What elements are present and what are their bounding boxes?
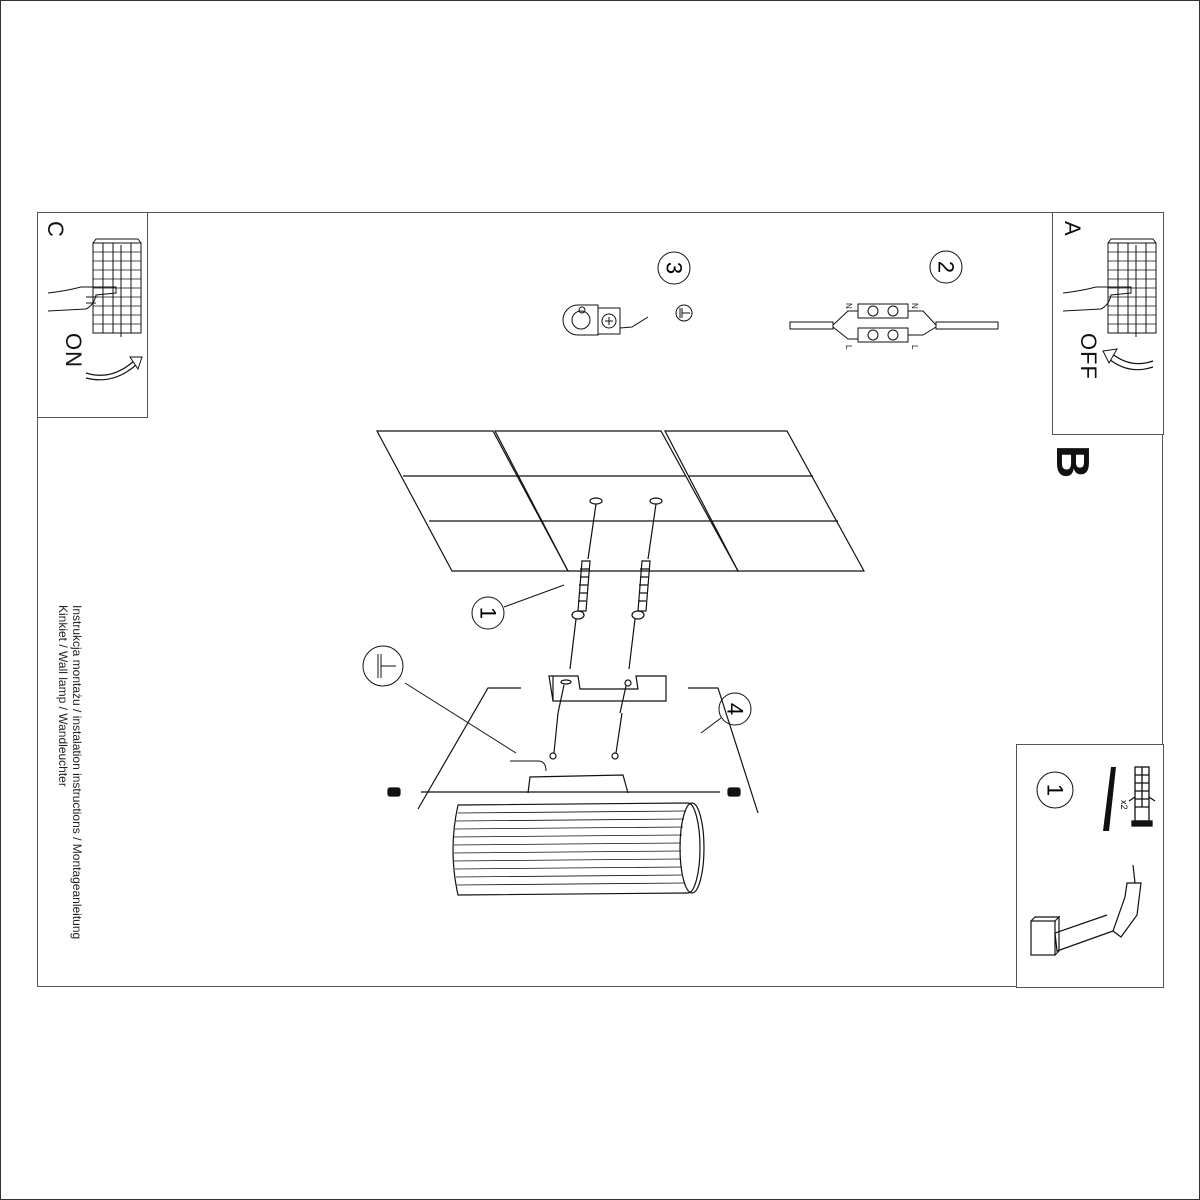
panel-a-power-off: A OFF <box>1052 212 1164 435</box>
assembly-diagram: 3 2 N N <box>362 250 999 896</box>
step-4-badge: 4 <box>700 692 752 734</box>
panel-c-power-on: C ON <box>37 212 148 418</box>
svg-text:L: L <box>910 345 919 350</box>
step-3-badge: 3 <box>657 251 691 285</box>
ground-symbol-icon <box>362 645 547 772</box>
svg-text:1: 1 <box>476 607 501 619</box>
circuit-breaker-hand-icon <box>1062 238 1157 371</box>
ceiling-tiles <box>375 430 866 572</box>
terminal-block-icon: N N L L <box>789 303 999 350</box>
tools-required-box: 1 x2 <box>1016 744 1164 988</box>
earth-connector-icon <box>562 304 649 336</box>
wall-plug-screw-icon <box>569 560 651 670</box>
step-1-badge: 1 <box>1036 771 1074 809</box>
svg-text:N: N <box>844 303 853 309</box>
circuit-breaker-hand-icon <box>47 238 143 381</box>
svg-text:L: L <box>844 345 853 350</box>
drill-icon <box>1030 864 1142 956</box>
svg-text:3: 3 <box>662 262 687 274</box>
step-2-badge: 2 <box>929 250 963 284</box>
bracket-icon <box>417 675 759 814</box>
svg-text:N: N <box>910 303 919 309</box>
instruction-sheet: C ON A <box>37 212 1164 988</box>
lamp-body <box>387 774 741 896</box>
wall-plug-icon <box>1128 766 1156 827</box>
svg-text:4: 4 <box>723 703 748 715</box>
svg-text:1: 1 <box>1043 784 1068 796</box>
ground-symbol-icon <box>675 304 693 322</box>
screw-icon <box>1103 767 1116 831</box>
quantity-label: x2 <box>1119 800 1129 810</box>
step-1-badge: 1 <box>471 584 565 630</box>
svg-text:2: 2 <box>934 261 959 273</box>
